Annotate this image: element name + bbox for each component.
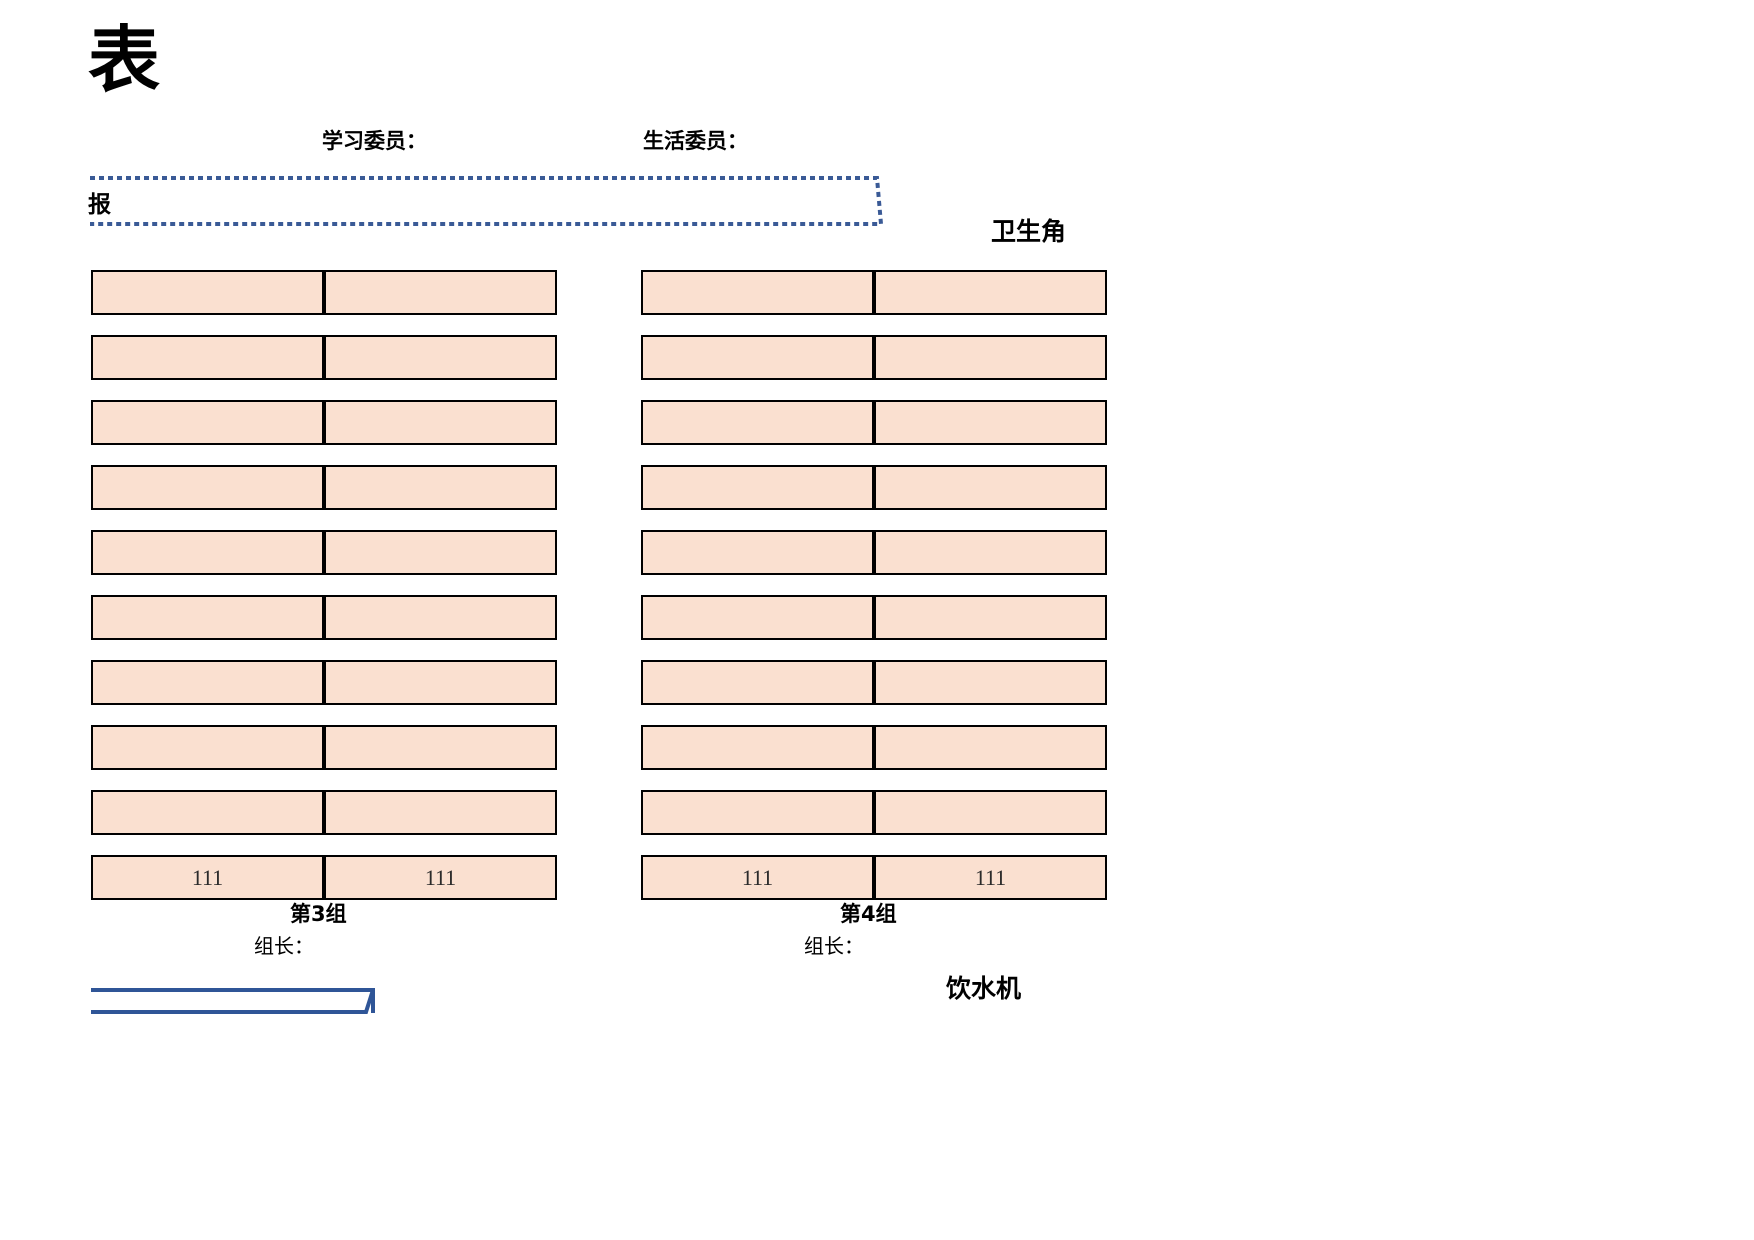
seat-cell[interactable] [874,595,1107,640]
seat-cell[interactable] [874,465,1107,510]
seat-row [91,595,557,640]
seat-cell[interactable] [324,595,557,640]
seat-row [641,335,1107,380]
seat-row [91,335,557,380]
seat-cell[interactable] [641,725,874,770]
seat-row [641,530,1107,575]
seat-cell[interactable] [91,530,324,575]
seat-cell[interactable] [641,270,874,315]
seat-cell[interactable] [91,790,324,835]
group-4-caption: 第4组 [840,902,897,926]
seat-cell[interactable] [91,270,324,315]
seat-cell[interactable] [324,465,557,510]
water-dispenser-label: 饮水机 [946,974,1022,1003]
seat-cell[interactable]: 111 [874,855,1107,900]
seat-cell[interactable] [641,335,874,380]
seat-cell[interactable]: 111 [324,855,557,900]
podium-parallelogram-shape [88,176,883,226]
seat-cell[interactable] [324,335,557,380]
seat-cell[interactable] [324,530,557,575]
seat-cell[interactable] [874,335,1107,380]
seat-row [641,465,1107,510]
seat-row [641,595,1107,640]
group-3-leader-label: 组长： [254,934,314,958]
seat-row [91,660,557,705]
seat-cell[interactable]: 111 [641,855,874,900]
seat-cell[interactable]: 111 [91,855,324,900]
study-committee-label: 学习委员： [322,129,427,153]
seat-row [91,465,557,510]
seat-cell[interactable] [874,400,1107,445]
seat-row [641,660,1107,705]
seat-row [641,270,1107,315]
seat-row [641,400,1107,445]
seat-cell[interactable] [91,335,324,380]
seat-row [91,270,557,315]
seat-cell[interactable] [324,400,557,445]
seat-cell[interactable] [641,530,874,575]
seat-row: 111 111 [91,855,557,900]
seat-row [641,790,1107,835]
seat-cell[interactable] [874,725,1107,770]
seat-row: 111 111 [641,855,1107,900]
group-3-caption: 第3组 [290,902,347,926]
seat-cell[interactable] [91,400,324,445]
seat-cell[interactable] [874,530,1107,575]
seat-row [91,530,557,575]
group-4-leader-label: 组长： [804,934,864,958]
seat-cell[interactable] [91,725,324,770]
seat-column-group-4: 111 111 [641,270,1107,920]
seat-cell[interactable] [324,790,557,835]
seat-cell[interactable] [641,465,874,510]
podium-label: 报 [88,192,111,218]
seat-cell[interactable] [874,660,1107,705]
seat-cell[interactable] [641,400,874,445]
seat-column-group-3: 111 111 [91,270,557,920]
seat-cell[interactable] [324,270,557,315]
seat-cell[interactable] [91,660,324,705]
seat-row [91,725,557,770]
seat-cell[interactable] [91,465,324,510]
seat-cell[interactable] [641,595,874,640]
seat-cell[interactable] [874,270,1107,315]
door-parallelogram-shape [89,985,377,1015]
seat-cell[interactable] [324,725,557,770]
seat-cell[interactable] [324,660,557,705]
seat-cell[interactable] [874,790,1107,835]
seat-row [91,790,557,835]
seat-cell[interactable] [91,595,324,640]
life-committee-label: 生活委员： [643,129,748,153]
hygiene-corner-label: 卫生角 [991,217,1067,246]
seat-row [91,400,557,445]
page-title: 表 [88,18,161,102]
seat-cell[interactable] [641,660,874,705]
seat-cell[interactable] [641,790,874,835]
seat-row [641,725,1107,770]
